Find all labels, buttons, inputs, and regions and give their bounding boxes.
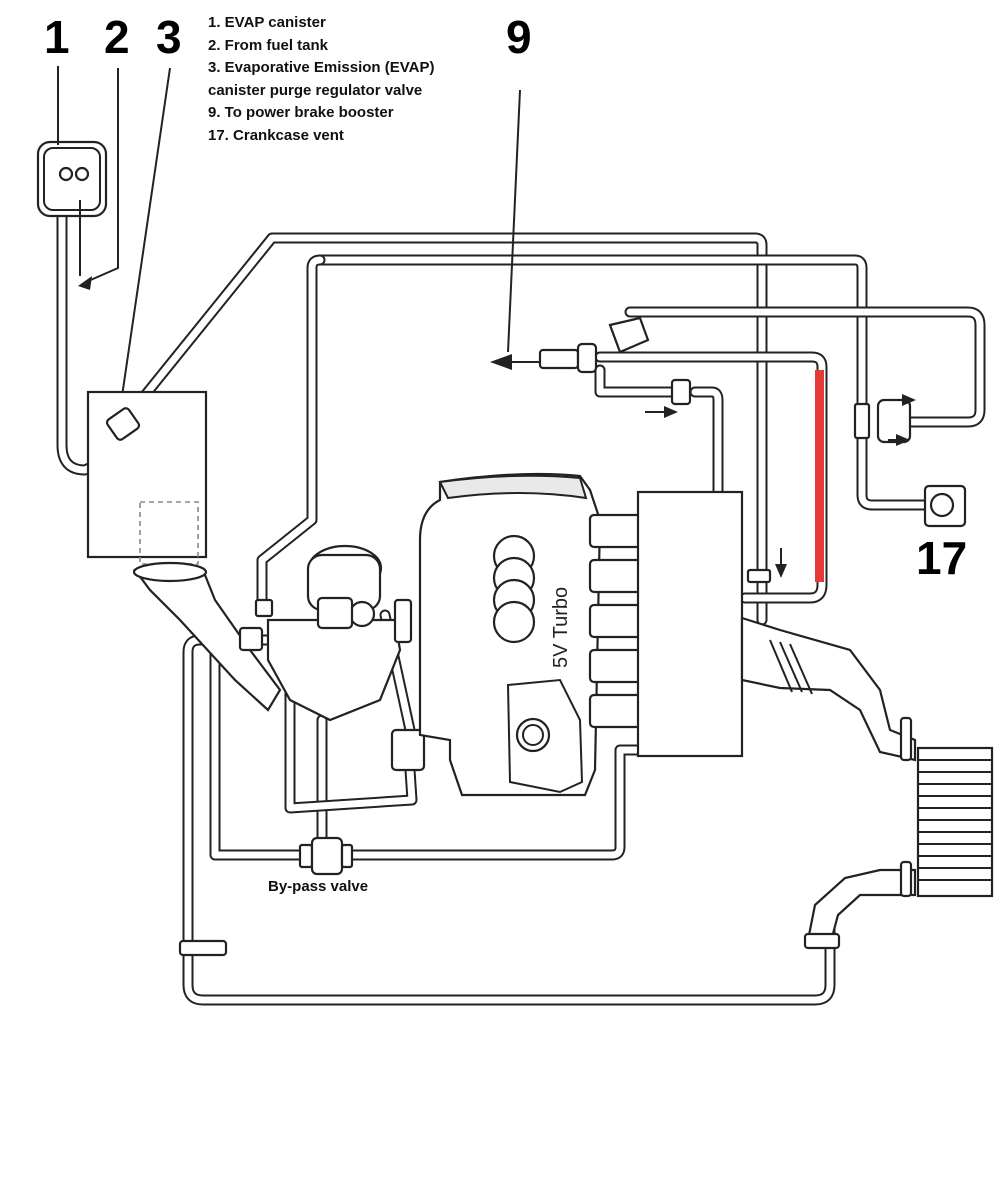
legend-item-2: 2. From fuel tank <box>208 36 329 54</box>
bypass-valve <box>298 836 354 876</box>
evap-purge-valve <box>105 407 141 441</box>
engine-badge: 5V Turbo <box>550 587 572 668</box>
hose-clamps <box>178 568 913 957</box>
intercooler-pipe <box>740 616 917 762</box>
air-filter-housing <box>86 390 208 565</box>
throttle-body <box>238 544 413 722</box>
brake-booster-connector <box>538 316 650 374</box>
highlighted-hose <box>815 370 824 582</box>
check-valve <box>670 378 692 406</box>
engine <box>418 472 644 797</box>
legend-item-3-cont: canister purge regulator valve <box>208 81 423 99</box>
intercooler <box>916 746 994 898</box>
legend-item-3: 3. Evaporative Emission (EVAP) <box>208 59 435 76</box>
legend-item-9: 9. To power brake booster <box>208 104 394 121</box>
leader-3 <box>119 67 171 411</box>
legend: 1. EVAP canister 2. From fuel tank 3. Ev… <box>208 12 434 147</box>
callout-17: 17 <box>916 532 968 584</box>
intake-duct <box>132 561 282 712</box>
flow-arrows <box>490 89 916 578</box>
bypass-valve-label: By-pass valve <box>268 878 369 895</box>
evap-canister <box>36 140 108 218</box>
fuel-tank-arrow <box>78 68 119 290</box>
callout-9: 9 <box>506 11 532 63</box>
inline-filter <box>390 728 426 772</box>
callout-1: 1 <box>44 11 70 63</box>
legend-item-17: 17. Crankcase vent <box>208 126 344 144</box>
callout-2: 2 <box>104 11 130 63</box>
callout-3: 3 <box>156 11 182 63</box>
crankcase-vent <box>853 398 967 528</box>
hose-routing <box>56 179 986 1006</box>
legend-item-1: 1. EVAP canister <box>208 14 326 31</box>
intake-plenum <box>636 490 744 758</box>
